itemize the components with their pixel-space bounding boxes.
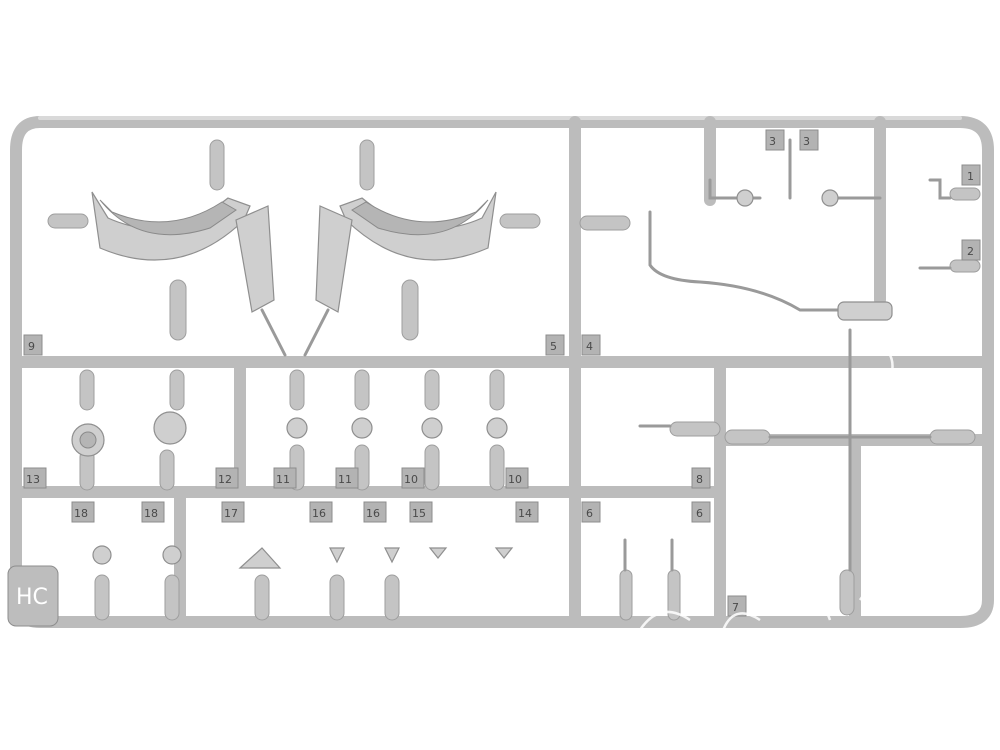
- part-tag-8: 8: [691, 467, 711, 489]
- part-tag-6a: 6: [581, 501, 601, 523]
- fender-right: [339, 191, 497, 261]
- part-tag-18a: 18: [71, 501, 95, 523]
- svg-text:17: 17: [224, 507, 238, 520]
- knobs-row: [286, 417, 508, 439]
- part-tag-7: 7: [727, 595, 747, 617]
- mudguard-right: [315, 205, 353, 313]
- svg-text:5: 5: [550, 340, 557, 353]
- part-tag-16b: 16: [363, 501, 387, 523]
- part-tag-15: 15: [409, 501, 433, 523]
- part-tag-14: 14: [515, 501, 539, 523]
- part-tag-17: 17: [221, 501, 245, 523]
- svg-text:10: 10: [508, 473, 522, 486]
- small-parts-bottom: [92, 328, 932, 572]
- part-tag-16a: 16: [309, 501, 333, 523]
- part-tag-11a: 11: [273, 467, 297, 489]
- svg-text:11: 11: [338, 473, 352, 486]
- svg-text:18: 18: [144, 507, 158, 520]
- bracket-small: [918, 178, 952, 270]
- part-tag-6b: 6: [691, 501, 711, 523]
- part-tag-18b: 18: [141, 501, 165, 523]
- svg-text:6: 6: [696, 507, 703, 520]
- svg-text:2: 2: [967, 245, 974, 258]
- svg-text:1: 1: [967, 170, 974, 183]
- part-tag-5: 5: [545, 334, 565, 356]
- svg-text:8: 8: [696, 473, 703, 486]
- svg-text:15: 15: [412, 507, 426, 520]
- mudguard-left: [235, 205, 275, 313]
- sprue-frame-label: HC: [7, 565, 59, 627]
- part-tag-2: 2: [961, 239, 981, 261]
- sprue-outer-rail: [10, 116, 994, 628]
- sprue-gates: [47, 139, 981, 621]
- svg-text:14: 14: [518, 507, 532, 520]
- part-tag-4: 4: [581, 334, 601, 356]
- part-tag-1: 1: [961, 164, 981, 186]
- part-tag-13: 13: [23, 467, 47, 489]
- svg-text:10: 10: [404, 473, 418, 486]
- part-tag-10a: 10: [401, 467, 425, 489]
- part-tag-12: 12: [215, 467, 239, 489]
- svg-text:13: 13: [26, 473, 40, 486]
- svg-text:18: 18: [74, 507, 88, 520]
- svg-text:12: 12: [218, 473, 232, 486]
- svg-text:11: 11: [276, 473, 290, 486]
- fender-left: [91, 191, 251, 261]
- svg-text:16: 16: [366, 507, 380, 520]
- disc-12: [153, 411, 187, 445]
- svg-text:3: 3: [803, 135, 810, 148]
- svg-text:3: 3: [769, 135, 776, 148]
- exhaust-pipe: [648, 210, 893, 321]
- svg-text:16: 16: [312, 507, 326, 520]
- part-tag-3a: 3: [765, 129, 785, 151]
- part-tag-3b: 3: [799, 129, 819, 151]
- part-tag-9: 9: [23, 334, 43, 356]
- wheel-hub-13: [71, 423, 105, 457]
- svg-text:HC: HC: [16, 585, 48, 610]
- part-tag-10b: 10: [505, 467, 529, 489]
- svg-text:6: 6: [586, 507, 593, 520]
- svg-text:4: 4: [586, 340, 593, 353]
- small-pipes: [708, 138, 882, 207]
- svg-text:7: 7: [732, 601, 739, 614]
- watermark-logo: [638, 338, 942, 641]
- svg-text:9: 9: [28, 340, 35, 353]
- part-tag-11b: 11: [335, 467, 359, 489]
